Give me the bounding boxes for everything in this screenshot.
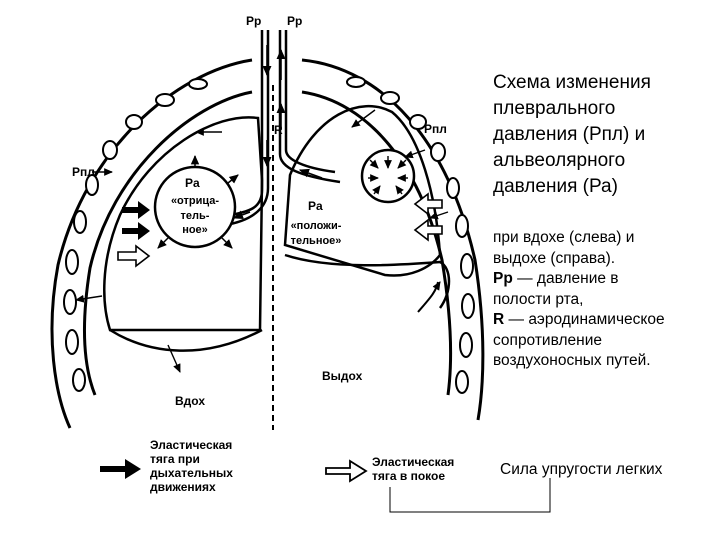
solid-force-arrows-left [122, 201, 150, 240]
desc-text: — давление в [512, 270, 619, 287]
rib-oval [63, 289, 77, 315]
title-line: плеврального [493, 98, 616, 119]
rib-oval [380, 91, 400, 105]
desc-text: — аэродинамическое [504, 311, 665, 328]
caption-bracket [389, 478, 551, 513]
open-force-arrows-right [413, 192, 443, 242]
desc-line: сопротивление [493, 331, 602, 349]
diaphragm-right [284, 253, 451, 309]
rib-oval [65, 329, 79, 355]
desc-line: при вдохе (слева) и [493, 229, 635, 246]
airflow-arrows [232, 45, 323, 220]
rib-oval [459, 332, 473, 358]
lung-right-exhale [283, 104, 442, 277]
label-pa-left: Pa [185, 176, 200, 190]
label-negative-line-3: ное» [182, 224, 208, 236]
rib-oval [346, 76, 366, 88]
slide-title: Схема изменения плеврального давления (Р… [493, 70, 718, 200]
rib-ovals-left [63, 78, 208, 392]
label-pp-right: Pp [287, 14, 302, 28]
label-negative-line-2: тель- [181, 210, 210, 222]
pleural-arrows [75, 109, 449, 373]
title-line: альвеолярного [493, 150, 626, 171]
legend-open-arrow-icon [325, 459, 368, 483]
diaphragm-wave-right [417, 281, 439, 313]
rib-oval [430, 142, 446, 162]
label-pa-right: Pa [308, 199, 323, 213]
rib-oval [155, 93, 175, 107]
label-positive-line-2: тельное» [291, 235, 342, 247]
legend-open-line-1: Эластическая [372, 455, 454, 469]
open-force-arrow-left [117, 244, 151, 268]
slide-description: при вдохе (слева) и выдохе (справа). Рр … [493, 228, 718, 372]
title-line: давления (Ра) [493, 176, 618, 197]
rib-oval [72, 368, 86, 392]
rib-oval [455, 370, 469, 394]
alveolus-right-rays [368, 156, 408, 195]
desc-line: воздухоносных путей. [493, 352, 651, 369]
legend-solid-line-2: тяга при [150, 452, 200, 466]
desc-line: выдохе (справа). [493, 249, 616, 267]
rib-oval [455, 214, 469, 238]
label-pleural-right: Pпл [424, 122, 447, 136]
rib-ovals-right [346, 76, 475, 394]
legend-solid-arrow-icon [100, 459, 141, 479]
legend-solid-line-3: дыхательных [150, 466, 233, 480]
elasticity-caption: Сила упругости легких [500, 461, 663, 478]
rib-oval [85, 174, 99, 196]
label-negative-line-1: «отрица- [171, 195, 219, 207]
label-exhale: Выдох [322, 369, 363, 383]
rib-oval [446, 177, 460, 199]
title-line: давления (Рпл) и [493, 124, 646, 145]
rib-oval [73, 210, 87, 234]
diaphragm-left [109, 328, 263, 352]
legend-solid-line-4: движениях [150, 480, 216, 494]
rib-oval [65, 249, 79, 275]
term-pp: Рр [493, 270, 513, 287]
rib-oval [461, 293, 475, 319]
legend-solid-line-1: Эластическая [150, 438, 232, 452]
term-r: R [493, 311, 505, 328]
rib-oval [409, 114, 427, 130]
title-line: Схема изменения [493, 72, 651, 93]
legend-open-line-2: тяга в покое [372, 469, 445, 483]
rib-oval [125, 114, 143, 130]
rib-oval [460, 253, 474, 279]
alveolus-left-rays [157, 154, 239, 249]
desc-line-r: R — аэродинамическое [493, 310, 718, 331]
desc-line-pp: Рр — давление в [493, 269, 718, 290]
rib-oval [102, 140, 118, 160]
rib-oval [188, 78, 208, 90]
lung-left-inhale [103, 116, 264, 332]
label-pp-left: Pp [246, 14, 261, 28]
label-r: R [274, 123, 283, 137]
desc-line: полости рта, [493, 290, 584, 308]
label-positive-line-1: «положи- [291, 220, 342, 232]
label-inhale: Вдох [175, 394, 205, 408]
label-pleural-left: Pпл [72, 165, 95, 179]
